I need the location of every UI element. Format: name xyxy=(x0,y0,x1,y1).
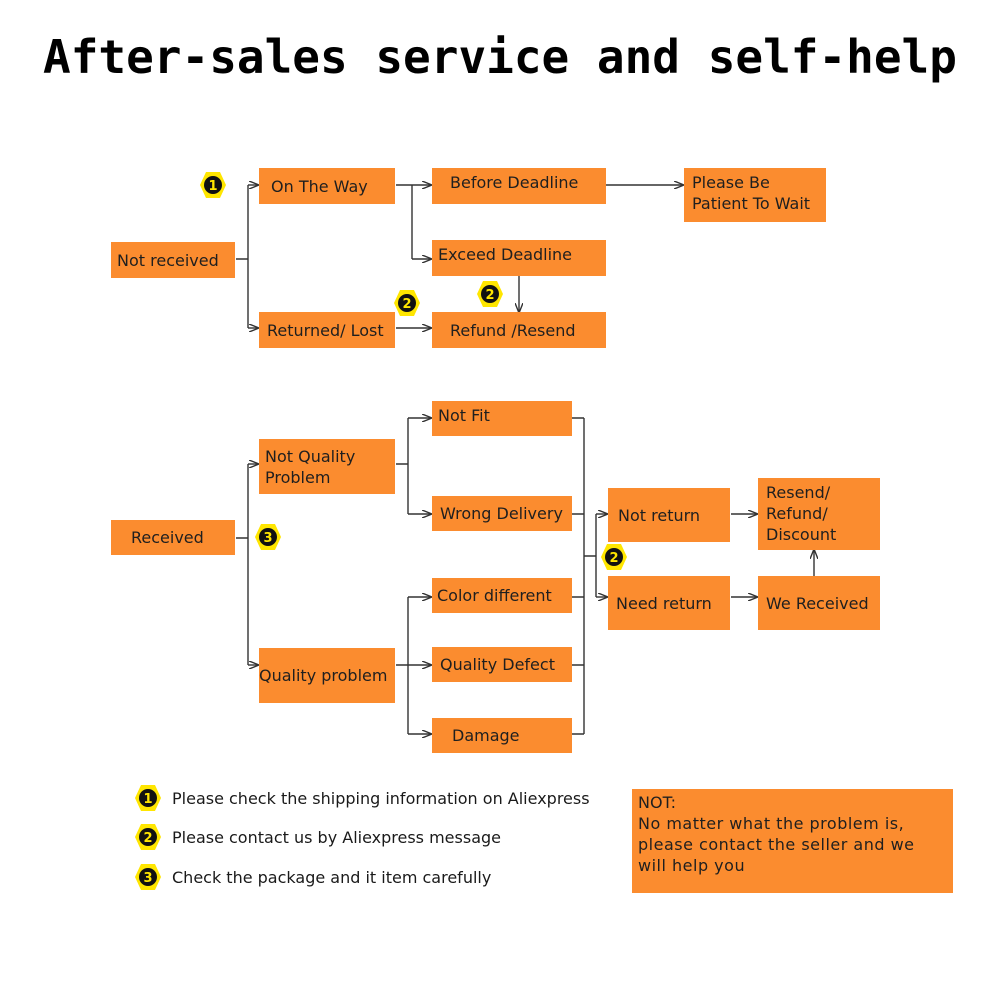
node-received: Received xyxy=(111,520,235,555)
step-2-badge-number: 2 xyxy=(402,297,411,312)
legend-badge-number: 3 xyxy=(143,871,152,886)
node-refund-resend: Refund /Resend xyxy=(432,312,606,348)
note-box: NOT: No matter what the problem is, plea… xyxy=(632,789,953,893)
step-2-badge-number: 2 xyxy=(609,551,618,566)
legend-badge-number: 1 xyxy=(143,792,152,807)
note-heading: NOT: xyxy=(638,793,676,812)
step-2-badge-icon: 2 xyxy=(476,280,504,308)
step-2-badge-icon: 2 xyxy=(393,289,421,317)
node-resend-refund-discount: Resend/ Refund/ Discount xyxy=(758,478,880,550)
node-before-deadline: Before Deadline xyxy=(432,168,606,204)
node-need-return: Need return xyxy=(608,576,730,630)
node-we-received: We Received xyxy=(758,576,880,630)
legend-item: 1 Please check the shipping information … xyxy=(134,784,590,812)
node-quality-defect: Quality Defect xyxy=(432,647,572,682)
node-wrong-delivery: Wrong Delivery xyxy=(432,496,572,531)
step-3-badge-icon: 3 xyxy=(254,523,282,551)
connector-merge xyxy=(572,417,597,735)
legend-text: Please check the shipping information on… xyxy=(172,788,590,808)
node-please-wait: Please Be Patient To Wait xyxy=(684,168,826,222)
legend-text: Check the package and it item carefully xyxy=(172,867,492,887)
step-2-badge-icon: 2 xyxy=(600,543,628,571)
legend-item: 3 Check the package and it item carefull… xyxy=(134,863,491,891)
connector-quality-split xyxy=(396,597,409,734)
legend-badge-number: 2 xyxy=(143,831,152,846)
connector-not-received-split xyxy=(236,185,249,328)
node-not-fit: Not Fit xyxy=(432,401,572,436)
step-2-badge-number: 2 xyxy=(485,288,494,303)
node-returned-lost: Returned/ Lost xyxy=(259,312,395,348)
node-quality-problem: Quality problem xyxy=(259,648,395,703)
step-2-badge-icon: 2 xyxy=(134,823,162,851)
node-color-different: Color different xyxy=(432,578,572,613)
step-3-badge-number: 3 xyxy=(263,531,272,546)
node-not-quality-problem: Not Quality Problem xyxy=(259,439,395,494)
node-not-received: Not received xyxy=(111,242,235,278)
step-3-badge-icon: 3 xyxy=(134,863,162,891)
node-not-return: Not return xyxy=(608,488,730,542)
legend-text: Please contact us by Aliexpress message xyxy=(172,827,501,847)
connector-not-quality-split xyxy=(396,418,409,514)
connector-received-split xyxy=(236,464,249,665)
node-on-the-way: On The Way xyxy=(259,168,395,204)
node-damage: Damage xyxy=(432,718,572,753)
step-1-badge-number: 1 xyxy=(208,179,217,194)
step-1-badge-icon: 1 xyxy=(134,784,162,812)
note-body: No matter what the problem is, please co… xyxy=(638,814,915,875)
legend-item: 2 Please contact us by Aliexpress messag… xyxy=(134,823,501,851)
page-title: After-sales service and self-help xyxy=(43,30,957,84)
node-exceed-deadline: Exceed Deadline xyxy=(432,240,606,276)
step-1-badge-icon: 1 xyxy=(199,171,227,199)
